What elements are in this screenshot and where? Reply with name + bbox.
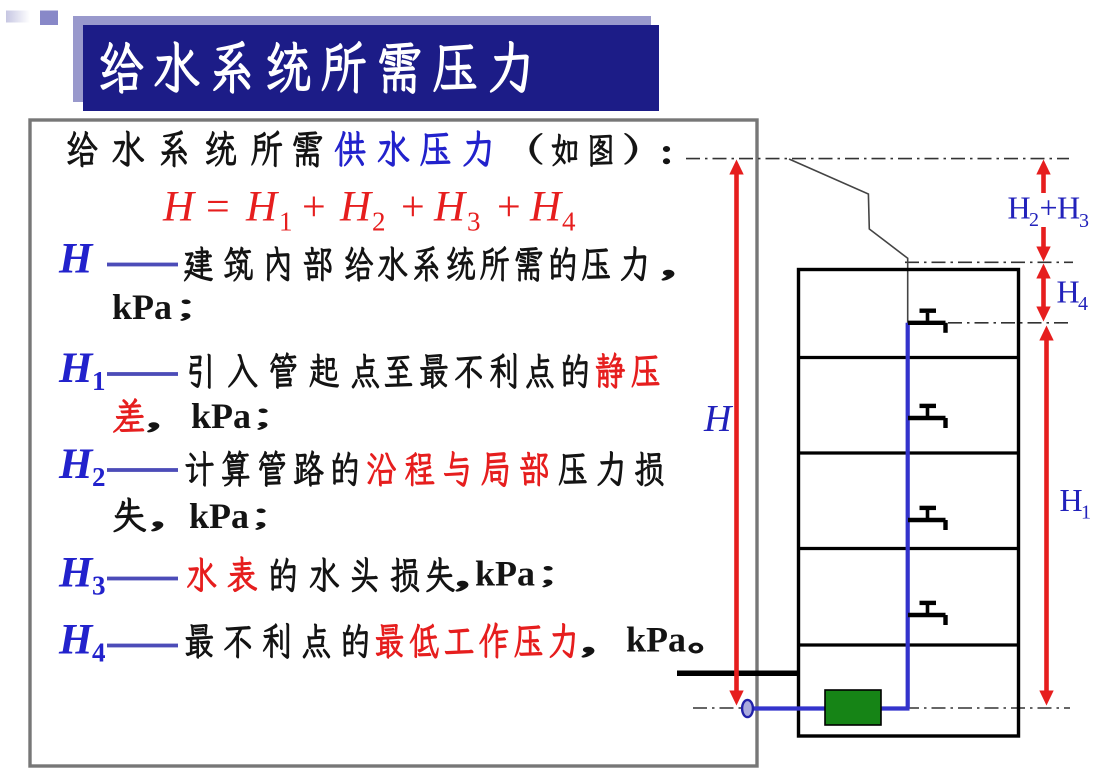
svg-text:1: 1	[92, 366, 106, 396]
svg-text:H: H	[1057, 190, 1080, 226]
svg-text:1: 1	[1081, 502, 1091, 524]
svg-text:H: H	[1057, 274, 1080, 310]
svg-text:3: 3	[467, 207, 481, 237]
svg-text:H: H	[162, 184, 196, 231]
svg-text:3: 3	[92, 571, 106, 601]
svg-text:kPa: kPa	[475, 554, 535, 594]
svg-text:H: H	[58, 236, 94, 283]
svg-text:kPa: kPa	[189, 496, 249, 536]
svg-text:H: H	[58, 550, 94, 597]
svg-text:+: +	[1040, 190, 1058, 226]
svg-text:kPa: kPa	[626, 620, 686, 660]
svg-text:2: 2	[1029, 209, 1039, 231]
svg-text:+: +	[497, 185, 521, 231]
svg-text:4: 4	[92, 638, 106, 668]
svg-text:H: H	[58, 441, 94, 488]
svg-text:4: 4	[1078, 293, 1088, 315]
svg-text:H: H	[433, 184, 467, 231]
svg-text:H: H	[1060, 482, 1083, 518]
svg-text:H: H	[58, 345, 94, 392]
svg-text:H: H	[339, 184, 373, 231]
svg-text:H: H	[703, 398, 734, 440]
svg-text:H: H	[58, 617, 94, 664]
svg-text:H: H	[245, 184, 279, 231]
svg-text:H: H	[529, 184, 563, 231]
svg-text:H: H	[1008, 190, 1031, 226]
svg-text:+: +	[302, 185, 326, 231]
svg-text:+: +	[401, 185, 425, 231]
svg-text:kPa: kPa	[191, 396, 251, 436]
svg-text:2: 2	[372, 207, 386, 237]
svg-text:2: 2	[92, 462, 106, 492]
svg-text:=: =	[206, 185, 230, 231]
svg-text:4: 4	[562, 207, 576, 237]
svg-text:kPa: kPa	[112, 287, 172, 327]
svg-text:3: 3	[1079, 210, 1089, 232]
svg-text:1: 1	[279, 207, 293, 237]
